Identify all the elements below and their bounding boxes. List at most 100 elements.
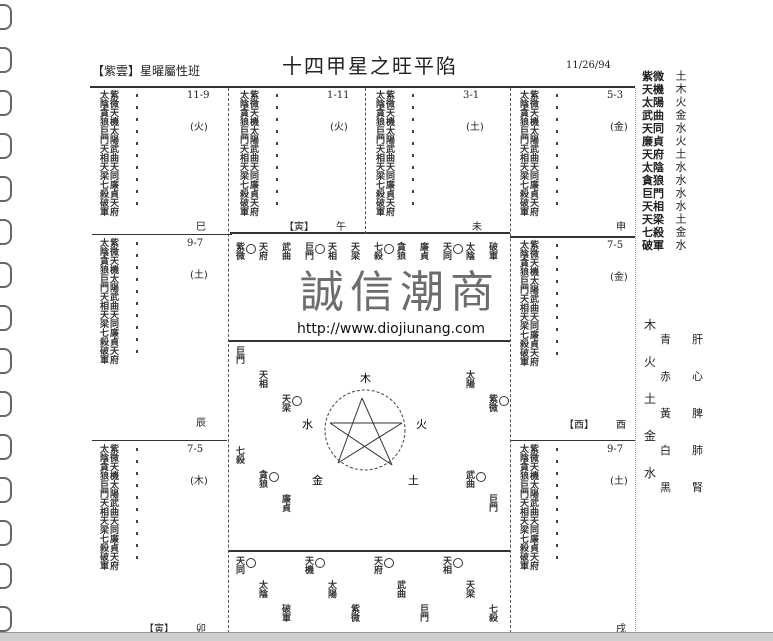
- inner-cell: 巨門: [234, 346, 244, 364]
- palace-mark: [556, 244, 558, 247]
- pentagram-circle: [324, 389, 406, 471]
- palace-mark: [412, 202, 414, 205]
- palace-mark: [136, 118, 138, 121]
- legend-color: 黃: [660, 407, 681, 420]
- palace-mark: [556, 352, 558, 355]
- page-title: 十四甲星之旺平陷: [282, 54, 458, 78]
- legend-organ: 肺: [692, 444, 713, 457]
- circle-mark: [292, 396, 302, 406]
- palace-mark: [136, 544, 138, 547]
- palace-code: 5-3: [607, 90, 624, 101]
- inner-cell: 廉貞: [280, 494, 290, 512]
- palace-element: (火): [190, 122, 208, 133]
- palace-mark: [556, 448, 558, 451]
- palace-mark: [412, 142, 414, 145]
- inner-cell: 天梁: [464, 580, 474, 598]
- inner-cell: 巨門: [487, 494, 497, 512]
- palace-mark: [556, 154, 558, 157]
- divider: [230, 232, 510, 234]
- star-element-stars: 紫微天機太陽武曲天同廉貞天府太陰貪狼巨門天相天梁七殺破軍: [642, 70, 664, 252]
- palace-mark: [556, 118, 558, 121]
- palace-mark: [136, 448, 138, 451]
- palace-element: (土): [610, 476, 628, 487]
- inner-cell: 天同: [234, 556, 244, 574]
- legend-color: 青: [660, 333, 681, 346]
- palace-mark: [136, 556, 138, 559]
- palace-branch: 辰: [196, 418, 206, 429]
- palace-star-list: 紫微天機太陽武曲天同廉貞天府太陰貪狼巨門天相天梁七殺破軍: [518, 90, 538, 216]
- palace-mark: [412, 190, 414, 193]
- circle-mark: [384, 244, 394, 254]
- palace-star-list: 紫微天機太陽武曲天同廉貞天府太陰貪狼巨門天相天梁七殺破軍: [98, 90, 118, 216]
- palace-mark: [136, 508, 138, 511]
- palace-element: (火): [330, 122, 348, 133]
- binding-ring: [0, 606, 12, 632]
- palace-mark: [136, 484, 138, 487]
- watermark-logo: 誠信潮商: [300, 267, 500, 318]
- inner-cell: 貪狼: [257, 470, 267, 488]
- palace-mark: [556, 292, 558, 295]
- palace-mark: [556, 520, 558, 523]
- palace-star-list: 紫微天機太陽武曲天同廉貞天府太陰貪狼巨門天相天梁七殺破軍: [518, 240, 538, 366]
- palace-branch: 卯: [196, 624, 206, 635]
- binding-ring: [0, 4, 12, 30]
- palace-mark: [136, 254, 138, 257]
- inner-cell: 天府: [372, 556, 382, 574]
- palace-mark: [136, 190, 138, 193]
- inner-cell: 七殺: [372, 242, 382, 260]
- pentagram-label-bottom-right: 土: [408, 474, 419, 487]
- palace-mark: [556, 472, 558, 475]
- date: 11/26/94: [566, 60, 611, 71]
- palace-star-list: 紫微天機太陽武曲天同廉貞天府太陰貪狼巨門天相天梁七殺破軍: [238, 90, 258, 216]
- palace-mark: [556, 304, 558, 307]
- inner-cell: 天相: [441, 556, 451, 574]
- palace-mark: [136, 178, 138, 181]
- binding-ring: [0, 90, 12, 116]
- legend-element: 金: [644, 429, 657, 443]
- inner-cell: 天梁: [280, 394, 290, 412]
- palace-mark: [276, 202, 278, 205]
- palace-mark: [136, 338, 138, 341]
- pentagram-label-right: 火: [416, 418, 427, 431]
- legend-element: 木: [644, 318, 657, 332]
- palace-element: (金): [610, 122, 628, 133]
- palace-mark: [412, 178, 414, 181]
- palace-star-list: 紫微天機太陽武曲天同廉貞天府太陰貪狼巨門天相天梁七殺破軍: [518, 444, 538, 570]
- palace-mark: [136, 94, 138, 97]
- palace-branch: 未: [472, 222, 482, 233]
- palace-mark: [556, 280, 558, 283]
- palace-mark: [556, 106, 558, 109]
- divider: [510, 88, 511, 633]
- star-element-values: 土木火金水火土水水水水土金水: [674, 70, 687, 252]
- inner-cell: 巨門: [303, 242, 313, 260]
- circle-mark: [246, 244, 256, 254]
- palace-star-list: 紫微天機太陽武曲天同廉貞天府太陰貪狼巨門天相天梁七殺破軍: [374, 90, 394, 216]
- palace-mark: [276, 94, 278, 97]
- legend-color: 黑: [660, 481, 681, 494]
- palace-mark: [556, 556, 558, 559]
- palace-bracket: 【寅】: [284, 222, 314, 233]
- palace-mark: [556, 340, 558, 343]
- palace-mark: [136, 302, 138, 305]
- inner-cell: 七殺: [234, 446, 244, 464]
- watermark-url: http://www.diojiunang.com: [297, 321, 485, 337]
- palace-code: 11-9: [187, 90, 210, 101]
- palace-mark: [556, 268, 558, 271]
- palace-mark: [412, 106, 414, 109]
- circle-mark: [453, 558, 463, 568]
- palace-branch: 酉: [616, 420, 626, 431]
- inner-cell: 天府: [257, 242, 267, 260]
- palace-mark: [276, 118, 278, 121]
- inner-cell: 紫微: [349, 604, 359, 622]
- palace-mark: [412, 154, 414, 157]
- palace-element: (木): [190, 476, 208, 487]
- palace-mark: [556, 544, 558, 547]
- inner-cell: 太陽: [326, 580, 336, 598]
- horizontal-scrollbar[interactable]: [0, 632, 773, 641]
- palace-branch: 申: [616, 222, 626, 233]
- binding-ring: [0, 262, 12, 288]
- palace-code: 3-1: [463, 90, 480, 101]
- palace-mark: [136, 460, 138, 463]
- inner-cell: 武曲: [280, 242, 290, 260]
- palace-mark: [556, 256, 558, 259]
